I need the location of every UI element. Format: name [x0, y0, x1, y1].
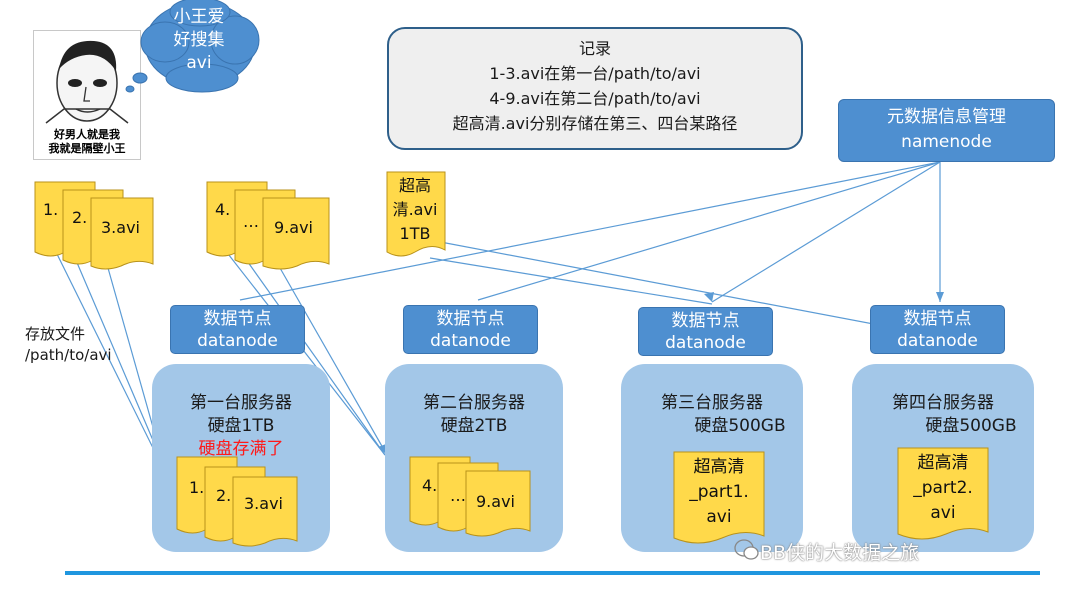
datanode-4: 数据节点 datanode: [870, 305, 1005, 354]
datanode-2-line-1: 数据节点: [436, 309, 505, 329]
line-namenode-dn1: [239, 161, 941, 301]
cloud-line-2: 好搜集: [173, 30, 225, 50]
line-g2-s2-c: [279, 267, 388, 456]
cloud-line-1: 小王爱: [173, 7, 225, 27]
record-line-3: 超高清.avi分别存储在第三、四台某路径: [452, 114, 738, 133]
server-2-file-3: 9.avi: [476, 492, 515, 511]
bottom-divider: [65, 571, 1040, 575]
server-1-disk: 硬盘1TB: [207, 416, 275, 436]
namenode-line-1: 元数据信息管理: [887, 107, 1006, 127]
hd-file-line-2: 清.avi: [392, 200, 438, 219]
server-4-doc: [897, 447, 989, 540]
server-4-file-line-1: 超高清: [917, 453, 969, 473]
server-1-title: 第一台服务器: [190, 393, 292, 413]
server-4-file-line-3: avi: [930, 503, 956, 523]
server-3-title: 第三台服务器: [661, 393, 763, 413]
datanode-1-line-2: datanode: [197, 331, 278, 351]
server-3-disk: 硬盘500GB: [694, 416, 786, 436]
line-namenode-dn2: [477, 161, 941, 301]
meme-caption-1: 好男人就是我: [54, 128, 120, 141]
server-3-file: 超高清 _part1. avi: [674, 455, 764, 530]
hd-file-doc: [386, 171, 446, 257]
server-2-disk: 硬盘2TB: [440, 416, 508, 436]
line-g2-s2-a: [224, 249, 386, 456]
record-line-1: 1-3.avi在第一台/path/to/avi: [489, 64, 701, 83]
line-g1-s1-a: [54, 249, 156, 453]
server-2-file-1: 4.: [422, 476, 438, 495]
server-2-docs: [409, 456, 531, 537]
cloud-line-3: avi: [186, 53, 212, 73]
server-1-full-warning: 硬盘存满了: [198, 439, 284, 459]
server-2-title: 第二台服务器: [423, 393, 525, 413]
meme-caption-2: 我就是隔壁小王: [48, 142, 126, 155]
hd-file-line-3: 1TB: [399, 224, 431, 243]
line-g2-s2-b: [244, 257, 386, 456]
server-4-file-line-2: _part2.: [913, 478, 973, 498]
datanode-2: 数据节点 datanode: [403, 305, 538, 354]
server-3-file-line-3: avi: [706, 507, 732, 527]
line-hd-dn4: [429, 239, 906, 331]
file-9-name: 9.avi: [274, 218, 313, 237]
line-namenode-dn3: [711, 161, 941, 303]
record-title: 记录: [578, 39, 611, 58]
record-box: 记录 1-3.avi在第一台/path/to/avi 4-9.avi在第二台/p…: [387, 27, 803, 150]
server-1-file-2: 2.: [216, 486, 232, 505]
storage-label-line-2: /path/to/avi: [25, 346, 112, 364]
storage-label-line-1: 存放文件: [25, 325, 86, 343]
server-3-file-line-1: 超高清: [693, 457, 745, 477]
datanode-2-line-2: datanode: [430, 331, 511, 351]
file-group-1-docs: [34, 181, 154, 270]
server-1-docs: [176, 456, 298, 547]
meme-face-icon: [45, 40, 129, 124]
line-g1-s1-b: [74, 257, 159, 453]
meme-image: 好男人就是我 我就是隔壁小王: [33, 30, 141, 160]
hd-file-line-1: 超高: [398, 176, 431, 195]
datanode-1-line-1: 数据节点: [203, 309, 272, 329]
server-1-file-3: 3.avi: [244, 494, 283, 513]
server-3-file-line-2: _part1.: [689, 482, 749, 502]
hd-file-name: 超高 清.avi 1TB: [385, 174, 445, 246]
file-3-name: 3.avi: [101, 218, 140, 237]
namenode-line-2: namenode: [901, 132, 992, 152]
line-hd-dn3: [429, 257, 713, 305]
namenode-box: 元数据信息管理 namenode: [838, 99, 1055, 162]
record-line-2: 4-9.avi在第二台/path/to/avi: [489, 89, 701, 108]
file-group-2-docs: [206, 181, 330, 270]
datanode-1: 数据节点 datanode: [170, 305, 305, 354]
datanode-3-line-1: 数据节点: [671, 311, 740, 331]
thought-cloud-shape: [125, 0, 260, 93]
server-1-file-1: 1.: [189, 478, 205, 497]
file-1-name: 1.: [43, 200, 59, 219]
server-2-file-2: …: [450, 486, 466, 505]
datanode-3-line-2: datanode: [665, 333, 746, 353]
datanode-3: 数据节点 datanode: [638, 307, 773, 356]
server-4-file: 超高清 _part2. avi: [898, 451, 988, 526]
storage-path-label: 存放文件 /path/to/avi: [25, 324, 112, 366]
line-g1-s1-c: [107, 267, 161, 453]
file-2-name: 2.: [72, 208, 88, 227]
file-4-name: 4.: [215, 200, 231, 219]
file-ellipsis-name: …: [243, 212, 259, 231]
thought-cloud-text: 小王爱 好搜集 avi: [150, 6, 248, 75]
watermark-text: BB侠的大数据之旅: [760, 542, 920, 564]
server-4-title: 第四台服务器: [892, 393, 994, 413]
datanode-4-line-2: datanode: [897, 331, 978, 351]
datanode-4-line-1: 数据节点: [903, 309, 972, 329]
server-4-disk: 硬盘500GB: [925, 416, 1017, 436]
server-3-doc: [673, 451, 765, 544]
wechat-icon: [734, 539, 759, 560]
